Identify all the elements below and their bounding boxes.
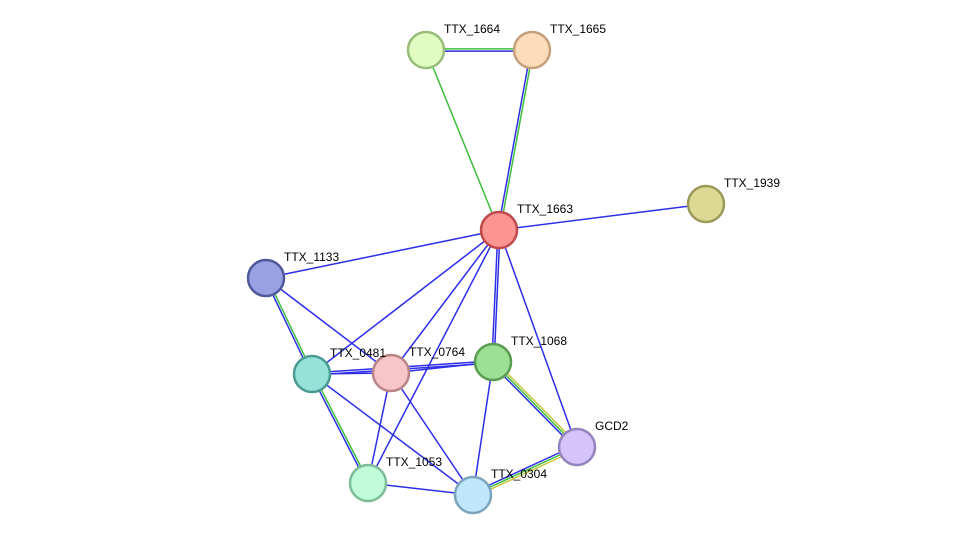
node-label-TTX_1068: TTX_1068 [511,334,567,348]
node-label-TTX_1133: TTX_1133 [284,250,339,264]
edge-line-coexpression [498,229,578,448]
edge-line-coexpression [390,372,474,496]
edge-TTX_1663-TTX_1133 [265,229,500,279]
node-TTX_1053[interactable] [348,463,388,503]
edge-line-coexpression [390,229,500,374]
edge-line-coexpression [311,229,500,375]
nodes-layer [246,30,726,515]
node-label-TTX_1939: TTX_1939 [724,176,780,190]
edge-TTX_1663-TTX_0764 [390,229,500,374]
node-GCD2[interactable] [557,427,597,467]
edge-line-textmining [492,361,578,448]
edge-line-coexpression [472,361,494,496]
edge-line-coexpression [311,373,474,496]
edge-line-textmining [312,373,370,483]
edge-TTX_1663-TTX_1053 [367,229,500,484]
node-TTX_0481[interactable] [292,354,332,394]
labels-layer: TTX_1664 TTX_1665TTX_1939TTX_1663TTX_1133… [284,22,780,481]
edge-TTX_0481-TTX_1053 [310,373,370,484]
node-label-TTX_1053: TTX_1053 [386,455,442,469]
edge-TTX_1663-GCD2 [498,229,578,448]
edge-TTX_1663-TTX_1068 [491,229,501,363]
node-TTX_0304[interactable] [453,475,493,515]
node-TTX_1663[interactable] [479,210,519,250]
node-label-TTX_1663: TTX_1663 [517,202,573,216]
edge-line-textmining [499,50,534,231]
edge-line-coexpression [310,374,368,484]
edge-line-textmining [425,49,500,231]
edge-line-coexpression [493,230,501,363]
node-TTX_1133[interactable] [246,258,286,298]
edges-layer [264,48,707,498]
node-label-TTX_1664: TTX_1664 [444,22,500,36]
edge-line-coexpression [490,363,576,450]
edge-TTX_1665-TTX_1663 [497,49,534,231]
node-label-TTX_0481: TTX_0481 [330,346,386,360]
edge-line-neighborhood [494,359,580,446]
node-label-TTX_0764: TTX_0764 [409,345,465,359]
node-TTX_1939[interactable] [686,184,726,224]
edge-TTX_1664-TTX_1663 [425,49,500,231]
edge-line-coexpression [265,229,500,279]
edge-line-coexpression [265,277,392,374]
node-label-TTX_0304: TTX_0304 [491,467,547,481]
edge-line-coexpression [498,203,707,231]
edge-TTX_1068-GCD2 [490,359,580,450]
edge-line-coexpression [497,49,532,230]
edge-TTX_0481-TTX_0304 [311,373,474,496]
edge-line-coexpression [367,229,500,484]
node-TTX_0764[interactable] [371,353,411,393]
edge-line-coexpression [491,229,499,362]
edge-TTX_1133-TTX_0764 [265,277,392,374]
node-label-TTX_1665: TTX_1665 [550,22,606,36]
edge-TTX_1663-TTX_0481 [311,229,500,375]
node-TTX_1068[interactable] [473,342,513,382]
edge-TTX_1068-TTX_0304 [472,361,494,496]
edge-TTX_0764-TTX_0304 [390,372,474,496]
node-TTX_1665[interactable] [512,30,552,70]
edge-TTX_1663-TTX_1939 [498,203,707,231]
node-label-GCD2: GCD2 [595,419,629,433]
node-TTX_1664[interactable] [406,30,446,70]
